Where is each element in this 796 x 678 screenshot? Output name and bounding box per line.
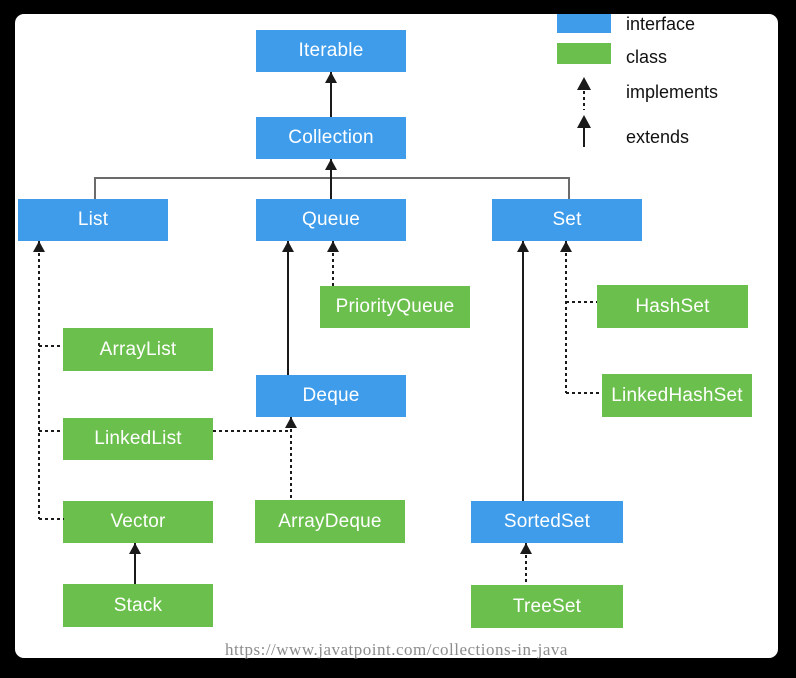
edge-vector-list-stub-line [39,518,64,520]
node-collection: Collection [256,117,406,159]
edge-linkedlist-list-stub-line [39,430,63,432]
edge-deque-queue-arrowhead-icon [282,241,294,252]
edge-branch-horizontal-line [95,177,570,179]
edge-sortedset-set-arrowhead-icon [517,241,529,252]
edge-priorityqueue-queue-line [332,241,334,286]
node-set: Set [492,199,642,241]
legend-extends-arrowhead-icon [577,115,591,128]
edge-queue-collection-line [330,159,332,199]
node-arraylist: ArrayList [63,328,213,371]
node-collection-label: Collection [288,127,374,148]
edge-collection-iterable-arrowhead-icon [325,72,337,83]
node-iterable-label: Iterable [298,40,364,61]
node-sortedset: SortedSet [471,501,623,543]
source-url: https://www.javatpoint.com/collections-i… [225,640,568,659]
edge-queue-collection-arrowhead-icon [325,159,337,170]
node-arraydeque: ArrayDeque [255,500,405,543]
edge-list-implements-trunk-line [38,241,40,519]
edge-treeset-sortedset-line [525,543,527,585]
node-iterable: Iterable [256,30,406,72]
node-list-label: List [77,209,109,230]
edge-treeset-sortedset-arrowhead-icon [520,543,532,554]
node-treeset-label: TreeSet [512,595,582,617]
node-set-label: Set [552,209,582,230]
node-sortedset-label: SortedSet [503,511,591,532]
legend-extends-arrow-line [583,117,585,147]
node-arraylist-label: ArrayList [99,338,177,360]
legend-implements-label: implements [626,82,719,102]
edge-arraydeque-deque-arrowhead-icon [285,417,297,428]
node-list: List [18,199,168,241]
legend-implements-arrow-line [583,79,585,110]
node-deque-label: Deque [302,385,360,406]
legend-class-swatch [557,43,611,64]
node-deque: Deque [256,375,406,417]
edge-list-implements-arrowhead-icon [33,241,45,252]
node-priorityqueue-label: PriorityQueue [335,296,455,317]
legend-interface-swatch [557,14,611,33]
edge-deque-queue-line [287,241,289,375]
edge-priorityqueue-queue-arrowhead-icon [327,241,339,252]
node-queue-label: Queue [301,209,361,230]
node-treeset: TreeSet [471,585,623,628]
node-linkedhashset-label: LinkedHashSet [611,384,743,406]
legend-implements-arrowhead-icon [577,77,591,90]
node-queue: Queue [256,199,406,241]
edge-linkedlist-deque-line [213,430,291,432]
node-arraydeque-label: ArrayDeque [278,510,382,532]
edge-stack-vector-line [134,543,136,584]
edge-linkedhashset-set-stub-line [566,392,602,394]
edge-set-implements-trunk-line [565,241,567,393]
edge-hashset-set-stub-line [566,301,597,303]
node-hashset: HashSet [597,285,748,328]
edge-set-implements-arrowhead-icon [560,241,572,252]
node-priorityqueue: PriorityQueue [320,286,470,328]
edge-collection-iterable-line [330,72,332,117]
node-hashset-label: HashSet [635,295,710,317]
edge-sortedset-set-line [522,241,524,501]
legend-interface-label: interface [626,14,696,34]
node-linkedhashset: LinkedHashSet [602,374,752,417]
legend-extends-label: extends [626,127,690,147]
edge-stack-vector-arrowhead-icon [129,543,141,554]
node-stack: Stack [63,584,213,627]
node-linkedlist-label: LinkedList [94,428,182,449]
node-vector-label: Vector [110,511,166,532]
edge-arraydeque-deque-line [290,417,292,500]
edge-set-collection-drop-line [568,177,570,199]
node-linkedlist: LinkedList [63,418,213,460]
node-stack-label: Stack [113,594,163,616]
edge-arraylist-list-stub-line [39,345,63,347]
edge-list-collection-drop-line [94,177,96,199]
node-vector: Vector [63,501,213,543]
legend-class-label: class [626,47,668,67]
